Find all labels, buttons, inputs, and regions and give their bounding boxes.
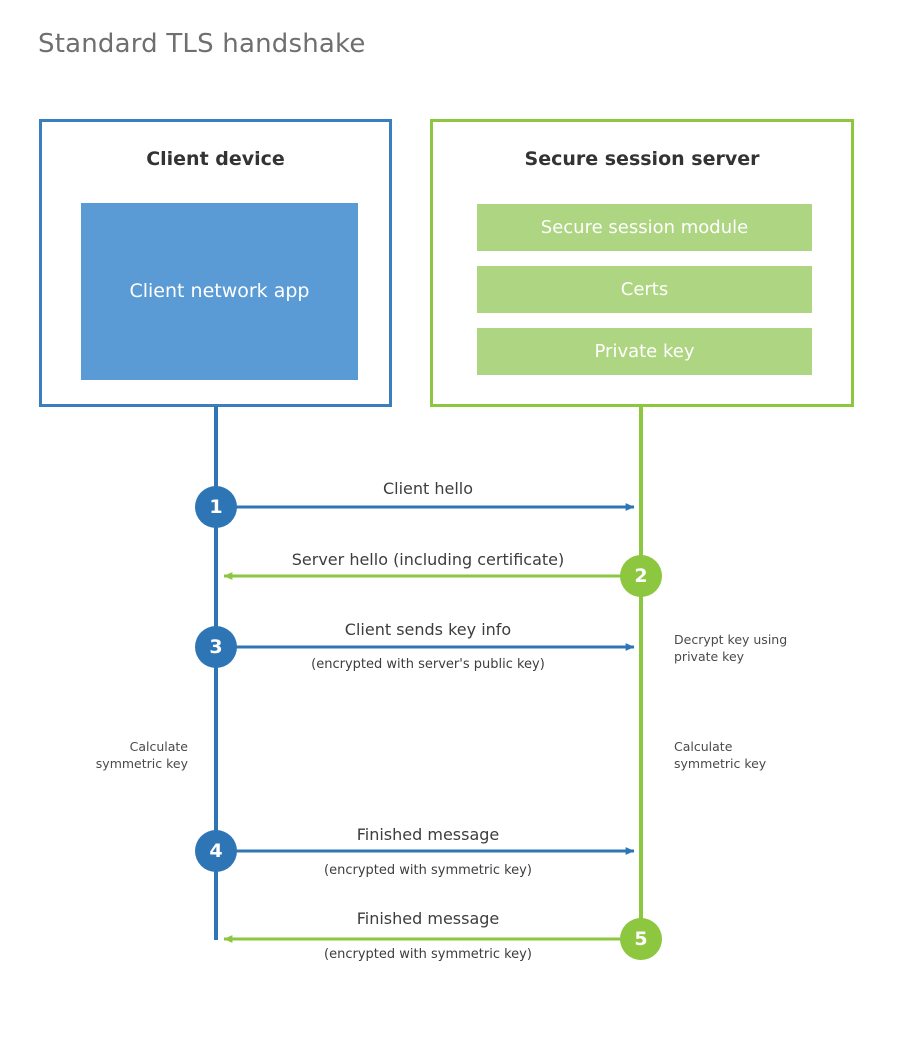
step-number-1: 1	[209, 496, 223, 518]
secure-session-server-box: Secure session server Secure session mod…	[430, 119, 854, 407]
annotation-calculate-symmetric-key-client: Calculate symmetric key	[95, 739, 188, 771]
step-marker-5[interactable]: 5	[620, 918, 662, 960]
message-label-1: Client hello	[382, 479, 474, 498]
client-device-box: Client device Client network app	[39, 119, 392, 407]
component-private-key: Private key	[477, 328, 812, 375]
step-marker-3[interactable]: 3	[195, 626, 237, 668]
message-sublabel-4: (encrypted with symmetric key)	[324, 863, 532, 878]
component-client-network-app: Client network app	[81, 203, 358, 380]
annotation-calculate-symmetric-key-server: Calculate symmetric key	[674, 739, 767, 771]
annotation-decrypt-key: Decrypt key using private key	[674, 632, 788, 664]
step-number-5: 5	[634, 928, 648, 950]
message-sublabel-3: (encrypted with server's public key)	[311, 657, 545, 672]
message-label-2: Server hello (including certificate)	[291, 550, 565, 569]
page-title: Standard TLS handshake	[38, 29, 366, 59]
step-marker-1[interactable]: 1	[195, 486, 237, 528]
message-label-5: Finished message	[356, 909, 500, 928]
step-number-4: 4	[209, 840, 223, 862]
message-label-4: Finished message	[356, 825, 500, 844]
component-secure-session-module: Secure session module	[477, 204, 812, 251]
message-label-3: Client sends key info	[344, 620, 512, 639]
step-number-3: 3	[209, 636, 223, 658]
step-marker-4[interactable]: 4	[195, 830, 237, 872]
component-certs: Certs	[477, 266, 812, 313]
secure-session-server-title: Secure session server	[524, 148, 760, 170]
step-number-2: 2	[634, 565, 648, 587]
message-sublabel-5: (encrypted with symmetric key)	[324, 947, 532, 962]
step-marker-2[interactable]: 2	[620, 555, 662, 597]
client-device-title: Client device	[146, 148, 285, 170]
